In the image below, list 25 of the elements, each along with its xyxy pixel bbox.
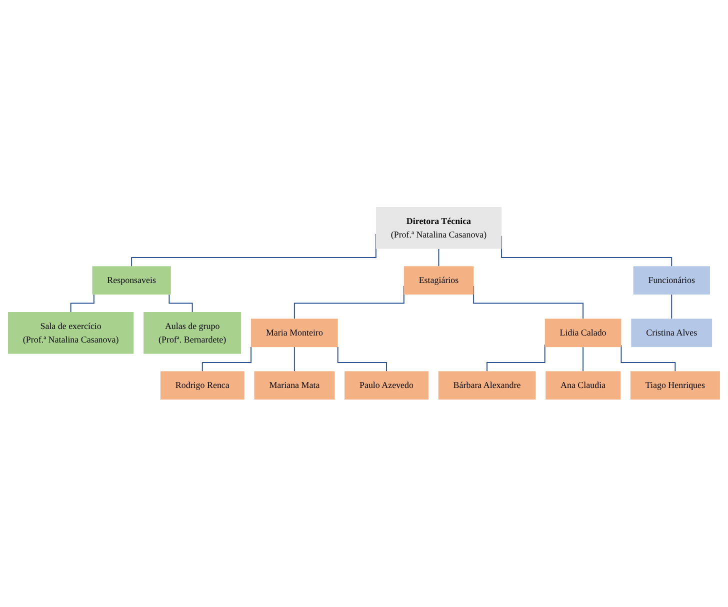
node-box: Funcionários	[633, 266, 710, 295]
node-box: Maria Monteiro	[251, 318, 338, 348]
node-box: Lidia Calado	[544, 318, 622, 348]
node-box: Tiago Henriques	[630, 371, 720, 400]
node-box: Estagiários	[404, 266, 474, 295]
node-box: Cristina Alves	[631, 318, 712, 348]
connector	[168, 294, 193, 313]
node-box: Ana Claudia	[546, 371, 620, 400]
connector	[582, 346, 584, 372]
node-box: Diretora Técnica (Prof.ª Natalina Casanova)	[376, 207, 502, 249]
node-box: Bárbara Alexandre	[438, 371, 536, 400]
connector	[202, 346, 252, 372]
connector	[486, 344, 546, 372]
connector	[671, 294, 672, 320]
connector	[337, 346, 388, 372]
node-box: Sala de exercício (Prof.ª Natalina Casanova)	[8, 312, 134, 354]
node-box: Aulas de grupo (Profª. Bernardete)	[144, 312, 242, 354]
node-box: Responsaveis	[92, 266, 171, 295]
connector	[70, 294, 94, 313]
connector	[620, 344, 676, 372]
node-box: Rodrigo Renca	[160, 371, 244, 400]
connector	[438, 248, 440, 267]
node-box: Paulo Azevedo	[344, 371, 428, 400]
node-box: Mariana Mata	[254, 371, 335, 400]
connector	[294, 346, 295, 372]
